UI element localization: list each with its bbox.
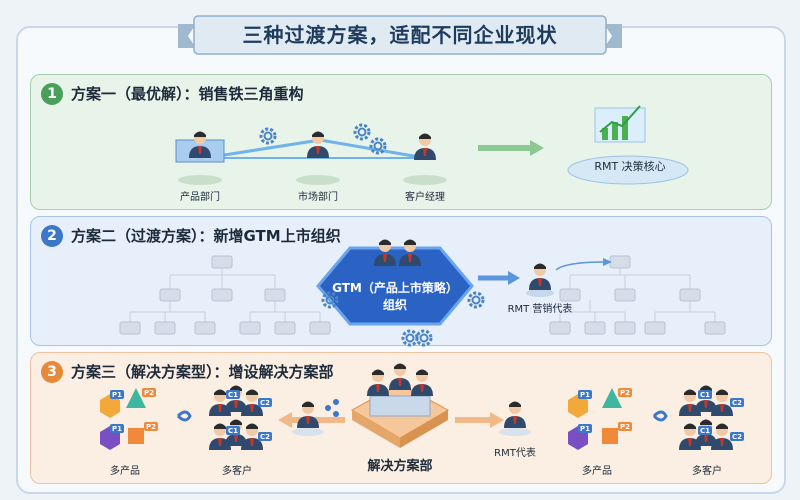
tag-c1-left-b: C1 [228, 427, 238, 435]
role-product-dept: 产品部门 [180, 192, 220, 203]
tag-c2-left: C2 [260, 399, 270, 407]
plan-1-title: 方案一（最优解）：销售铁三角重构 [71, 85, 304, 103]
right-products-label: 多产品 [582, 466, 612, 477]
plan-1-network [175, 105, 689, 185]
plan-2-title: 方案二（过渡方案）：新增GTM上市组织 [71, 227, 341, 245]
left-products-label: 多产品 [110, 466, 140, 477]
solution-dept-label: 解决方案部 [367, 459, 433, 474]
left-products [100, 388, 146, 450]
link-icon [176, 410, 192, 422]
tag-p2-left-b: P2 [146, 423, 156, 431]
rmt-core-label: RMT 决策核心 [594, 160, 666, 173]
plan-1-panel: 1 方案一（最优解）：销售铁三角重构 [30, 74, 772, 210]
plan-3-title: 方案三（解决方案型）：增设解决方案部 [71, 363, 334, 381]
tag-p1-left-b: P1 [112, 425, 122, 433]
right-customers [679, 385, 733, 450]
plan-3-structure [100, 363, 733, 450]
tag-c2-left-b: C2 [260, 433, 270, 441]
right-customers-label: 多客户 [692, 466, 722, 477]
title-ribbon [178, 15, 622, 55]
link-icon-2 [652, 410, 668, 422]
role-account-manager: 客户经理 [405, 192, 445, 203]
tag-p2-left: P2 [144, 389, 154, 397]
role-marketing-dept: 市场部门 [298, 192, 338, 203]
plan-2-org-chart [119, 239, 726, 347]
gtm-hexagon [316, 246, 474, 326]
plan-2-number: 2 [41, 225, 63, 247]
plan-3-number: 3 [41, 361, 63, 383]
gtm-label: GTM（产品上市策略） 组织 [330, 280, 460, 314]
plan-1-number: 1 [41, 83, 63, 105]
rmt-rep-label: RMT代表 [494, 448, 536, 459]
tag-c1-left: C1 [228, 391, 238, 399]
rmt-marketing-rep-label: RMT 营销代表 [507, 304, 573, 315]
right-products [568, 388, 622, 450]
tag-p1-left: P1 [112, 391, 122, 399]
left-customers-label: 多客户 [222, 466, 252, 477]
gtm-label-line2: 组织 [382, 298, 407, 312]
gtm-label-line1: GTM（产品上市策略） [332, 281, 458, 295]
